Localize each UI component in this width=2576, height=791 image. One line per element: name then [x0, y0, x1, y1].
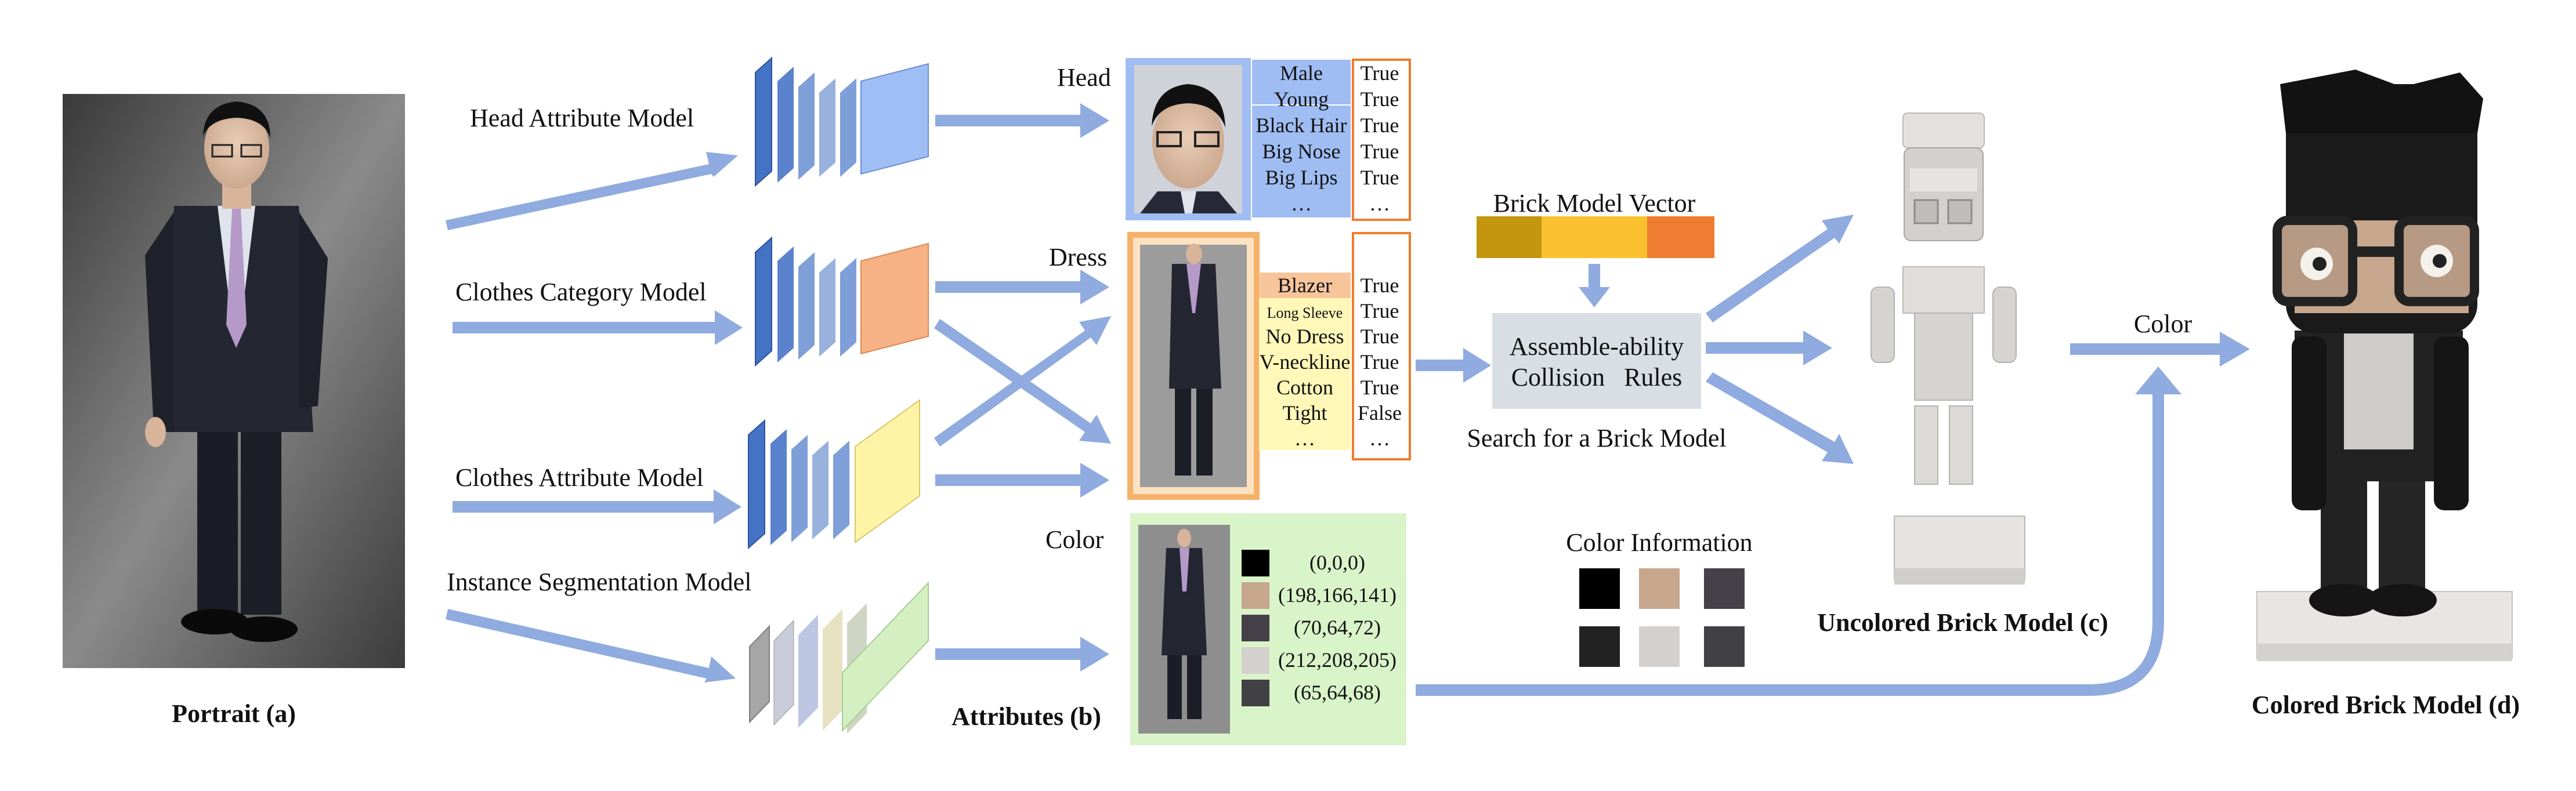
color-swatch-label: (0,0,0): [1309, 551, 1365, 574]
head-attribute-name: Big Nose: [1262, 140, 1341, 163]
head-attribute-value: …: [1369, 192, 1390, 215]
dress-attribute-name: Cotton: [1276, 376, 1333, 399]
arrow-attribute-model-to-dress: [934, 316, 1111, 447]
head-attribute-name: Male: [1280, 61, 1323, 85]
color-info-swatch: [1639, 626, 1680, 667]
segmentation-model-label: Instance Segmentation Model: [447, 568, 751, 596]
head-attribute-name: …: [1291, 192, 1312, 215]
segmentation-model-network-icon: [749, 581, 929, 734]
arrow-category-model-to-dress: [935, 270, 1109, 304]
arrow-rules-to-brick-middle: [1706, 331, 1832, 365]
rules-box: Assemble-ability Collision Rules: [1492, 313, 1701, 409]
arrow-head-model-to-head: [935, 103, 1109, 138]
dress-attribute-name: Blazer: [1278, 274, 1332, 297]
brick-vector-segment: [1542, 216, 1647, 258]
color-swatch: [1242, 582, 1269, 609]
arrow-portrait-to-segmentation-model: [446, 609, 736, 683]
brick-vector-segment: [1477, 216, 1542, 258]
color-swatch-label: (65,64,68): [1294, 681, 1381, 704]
dress-photo: [1127, 232, 1260, 500]
head-attribute-value: True: [1361, 114, 1399, 137]
colored-caption: Colored Brick Model (d): [2252, 691, 2520, 719]
arrow-vector-to-rules: [1579, 264, 1610, 307]
rules-line-2: Collision Rules: [1511, 363, 1683, 391]
arrow-portrait-to-head-model: [446, 152, 738, 230]
head-model-label: Head Attribute Model: [470, 104, 694, 132]
rules-line-1: Assemble-ability: [1510, 332, 1684, 361]
brick-vector-bar: [1477, 216, 1714, 258]
search-brick-model-label: Search for a Brick Model: [1467, 424, 1726, 452]
color-section-label: Color: [1045, 525, 1104, 554]
head-attribute-name: Young: [1274, 88, 1329, 111]
color-swatch-label: (198,166,141): [1278, 583, 1396, 607]
color-info-title: Color Information: [1566, 528, 1752, 557]
clothes-category-model-label: Clothes Category Model: [455, 278, 707, 306]
head-attribute-value: True: [1361, 166, 1399, 189]
uncolored-caption: Uncolored Brick Model (c): [1817, 608, 2108, 637]
color-info-swatch: [1704, 568, 1745, 609]
arrow-color-path: [1416, 367, 2181, 696]
arrow-attributes-to-rules: [1416, 348, 1491, 383]
color-panel: (0,0,0) (198,166,141) (70,64,72) (212,208,2…: [1130, 513, 1406, 745]
dress-attribute-value: False: [1358, 401, 1402, 424]
head-section-label: Head: [1057, 63, 1111, 92]
color-info-swatch: [1579, 568, 1620, 609]
dress-attribute-name: …: [1294, 427, 1315, 450]
attributes-caption: Attributes (b): [951, 702, 1101, 731]
head-attribute-name: Black Hair: [1256, 114, 1347, 137]
clothes-category-model-network-icon: [755, 236, 929, 367]
color-arrow-label: Color: [2134, 310, 2193, 338]
color-info-swatch: [1704, 626, 1745, 667]
portrait-photo: [63, 94, 405, 668]
head-photo: [1126, 58, 1251, 220]
color-info-swatch: [1579, 626, 1620, 667]
dress-attribute-name: Long Sleeve: [1267, 304, 1343, 321]
brick-vector-segment: [1647, 216, 1714, 258]
dress-attribute-name: Tight: [1283, 401, 1327, 424]
dress-attribute-value: True: [1361, 274, 1399, 297]
arrow-segmentation-model-to-color: [935, 637, 1109, 672]
dress-section-label: Dress: [1049, 243, 1107, 271]
head-attribute-name: Big Lips: [1265, 166, 1337, 189]
arrow-color-to-colored-model: [2070, 332, 2250, 367]
brick-vector-title: Brick Model Vector: [1493, 189, 1696, 217]
dress-attribute-value: True: [1361, 325, 1399, 348]
color-swatch: [1242, 550, 1269, 576]
color-swatch: [1242, 615, 1269, 641]
head-model-network-icon: [755, 56, 929, 187]
portrait-caption: Portrait (a): [172, 699, 296, 728]
clothes-attribute-model-label: Clothes Attribute Model: [455, 463, 704, 492]
arrow-rules-to-brick-top: [1706, 215, 1854, 322]
head-attribute-value: True: [1361, 88, 1399, 111]
clothes-attribute-model-network-icon: [748, 399, 920, 550]
dress-attribute-name: V-neckline: [1260, 350, 1351, 373]
color-swatch: [1242, 647, 1269, 674]
colored-brick-model: [2256, 70, 2513, 661]
head-attribute-value: True: [1361, 140, 1399, 163]
dress-attribute-value: True: [1361, 376, 1399, 399]
color-info-swatches: [1579, 568, 1745, 667]
dress-attribute-value: …: [1369, 427, 1390, 450]
dress-attribute-value: True: [1361, 299, 1399, 322]
arrow-attribute-model-to-dress-lower: [935, 463, 1109, 498]
color-swatch-label: (212,208,205): [1278, 648, 1396, 672]
dress-attribute-name: No Dress: [1266, 325, 1344, 348]
arrow-portrait-to-clothes-category-model: [453, 310, 743, 345]
dress-attribute-value: True: [1361, 350, 1399, 373]
arrow-portrait-to-clothes-attribute-model: [453, 489, 741, 524]
color-swatch: [1242, 680, 1269, 706]
uncolored-brick-model: [1871, 113, 2025, 585]
color-swatch-label: (70,64,72): [1294, 616, 1381, 639]
arrow-rules-to-brick-bottom: [1706, 372, 1854, 464]
color-info-swatch: [1639, 568, 1680, 609]
head-attribute-value: True: [1361, 61, 1399, 85]
